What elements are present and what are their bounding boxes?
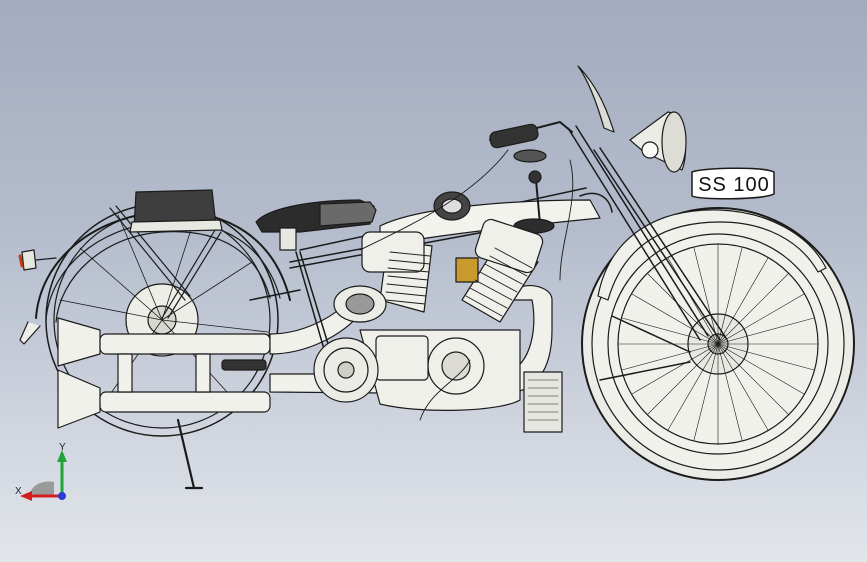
carburettor bbox=[333, 285, 387, 323]
headlamp bbox=[629, 111, 687, 173]
pillion-seat bbox=[129, 189, 223, 233]
axis-y-label: Y bbox=[59, 442, 66, 453]
tail-light bbox=[18, 249, 57, 271]
windscreen bbox=[577, 65, 615, 133]
engine bbox=[359, 218, 544, 411]
battery-box bbox=[523, 371, 563, 433]
footrest bbox=[221, 359, 267, 371]
cylinder-fins bbox=[385, 247, 533, 317]
handlebar bbox=[489, 121, 573, 163]
rear-stays bbox=[109, 205, 222, 319]
front-wheel bbox=[581, 207, 855, 481]
saddle bbox=[255, 199, 377, 251]
front-fender bbox=[597, 209, 827, 301]
axis-x-label: X bbox=[15, 486, 22, 497]
license-plate bbox=[691, 167, 775, 200]
license-plate-text: SS 100 bbox=[698, 174, 770, 196]
filler-cap bbox=[433, 191, 471, 221]
gearbox bbox=[313, 337, 379, 403]
front-forks bbox=[567, 125, 727, 381]
axis-triad-icon bbox=[20, 450, 67, 501]
